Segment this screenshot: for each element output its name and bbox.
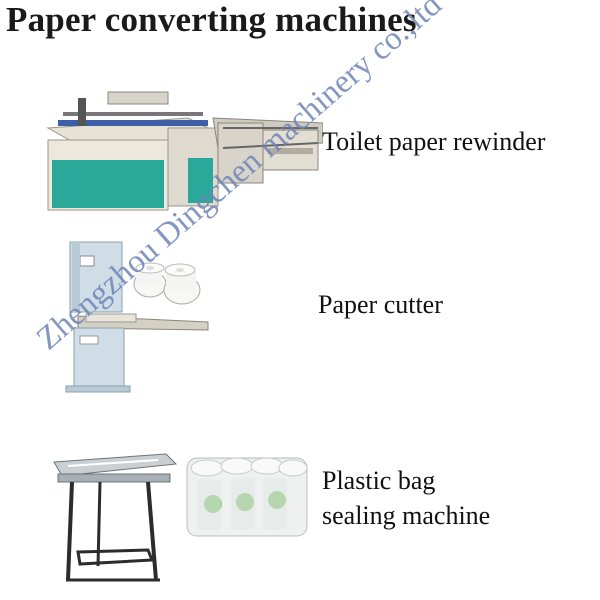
bag-sealing-label-line1: Plastic bag	[322, 466, 436, 495]
paper-cutter-label: Paper cutter	[318, 290, 443, 319]
toilet-paper-rewinder-image	[46, 91, 323, 211]
page-title: Paper converting machines	[6, 0, 417, 39]
bag-sealing-machine-image	[53, 453, 178, 582]
paper-cutter-image	[65, 241, 209, 393]
toilet-paper-rewinder-label: Toilet paper rewinder	[322, 127, 546, 156]
bag-sealing-label-line2: sealing machine	[322, 501, 491, 530]
packaged-rolls-image	[186, 457, 308, 537]
